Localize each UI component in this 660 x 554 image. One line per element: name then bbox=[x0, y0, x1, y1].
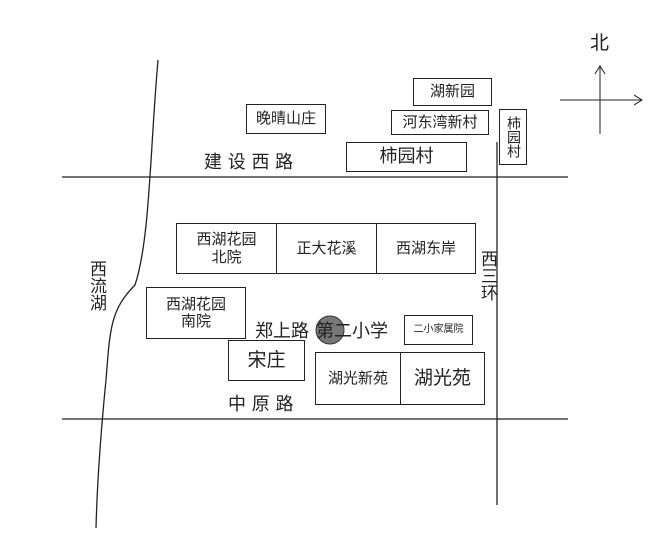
place-school-housing: 二小家属院 bbox=[404, 315, 473, 345]
place-huguang: 湖光苑 bbox=[400, 352, 485, 405]
place-zhengda: 正大花溪 bbox=[276, 223, 377, 274]
river-xiliu bbox=[95, 59, 159, 529]
place-huxin: 湖新园 bbox=[413, 78, 492, 106]
arrow-up-icon bbox=[594, 65, 606, 75]
place-xihu-south: 西湖花园南院 bbox=[146, 287, 246, 339]
place-xihu-north: 西湖花园北院 bbox=[176, 223, 277, 274]
place-songzhuang: 宋庄 bbox=[228, 340, 305, 381]
arrow-right-icon bbox=[633, 94, 643, 106]
place-school: 第二小学 bbox=[316, 321, 388, 342]
school-marker bbox=[315, 315, 345, 345]
place-wanqing: 晚晴山庄 bbox=[246, 104, 326, 134]
river-label: 西流湖 bbox=[86, 260, 106, 311]
compass-north: 北 bbox=[590, 32, 610, 54]
road-label-zhengshang: 郑上路 bbox=[255, 321, 309, 342]
place-hedong: 河东湾新村 bbox=[391, 110, 489, 135]
road-label-ring: 西三环 bbox=[477, 250, 497, 301]
place-shiyuan-vertical: 柿园村 bbox=[499, 109, 527, 165]
road-label-zhongyuan: 中 原 路 bbox=[228, 394, 294, 415]
place-xihu-east: 西湖东岸 bbox=[376, 223, 476, 274]
road-label-jianshe: 建 设 西 路 bbox=[204, 152, 294, 173]
place-shiyuan: 柿园村 bbox=[346, 142, 467, 172]
place-huguang-new: 湖光新苑 bbox=[315, 352, 401, 405]
